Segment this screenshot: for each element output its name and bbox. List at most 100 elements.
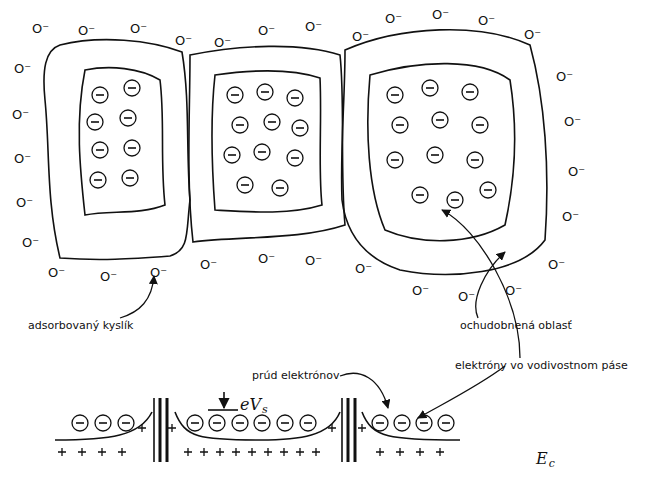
oxygen-ion: O⁻ [48, 266, 65, 280]
electron [87, 114, 103, 130]
minus-sign [296, 127, 304, 129]
electron [92, 142, 108, 158]
oxygen-ion: O⁻ [305, 254, 322, 268]
electron [257, 84, 273, 100]
plus-sign [232, 448, 240, 456]
oxygen-ion: O⁻ [14, 62, 31, 76]
minus-sign [281, 422, 289, 424]
electron [287, 150, 303, 166]
oxygen-ion: O⁻ [130, 22, 147, 36]
band-diagram [55, 392, 460, 462]
minus-sign [466, 91, 474, 93]
oxygen-ion: O⁻ [214, 36, 231, 50]
plus-sign [376, 448, 384, 456]
oxygen-ion: O⁻ [355, 262, 372, 276]
oxygen-ion: O⁻ [258, 24, 275, 38]
plus-sign [436, 448, 444, 456]
label: prúd elektrónov [252, 370, 339, 382]
oxygen-ion: O⁻ [432, 8, 449, 22]
leader-lines [120, 210, 520, 418]
minus-sign [484, 189, 492, 191]
symbol: eV [240, 396, 261, 414]
grains [44, 30, 547, 275]
electron [438, 415, 454, 431]
oxygen-ion: O⁻ [150, 266, 167, 280]
minus-sign [91, 121, 99, 123]
electron [277, 415, 293, 431]
oxygen-ion: O⁻ [385, 12, 402, 26]
oxygen-ion: O⁻ [556, 70, 573, 84]
electron [432, 112, 448, 128]
label: ochudobnená oblasť [460, 320, 572, 332]
minus-sign [128, 147, 136, 149]
plus-sign [200, 448, 208, 456]
minus-sign [476, 124, 484, 126]
electron [227, 87, 243, 103]
electron [292, 120, 308, 136]
minus-sign [236, 422, 244, 424]
oxygen-ion: O⁻ [100, 270, 117, 284]
oxygen-ion: O⁻ [505, 284, 522, 298]
electron [95, 415, 111, 431]
plus-sign [184, 448, 192, 456]
electron [387, 152, 403, 168]
oxygen-ion: O⁻ [258, 252, 275, 266]
minus-sign [96, 149, 104, 151]
electrons [72, 80, 496, 431]
oxygen-ion: O⁻ [564, 115, 581, 129]
electron [118, 415, 134, 431]
minus-sign [122, 422, 130, 424]
minus-sign [426, 87, 434, 89]
minus-sign [241, 184, 249, 186]
minus-sign [276, 187, 284, 189]
electron [392, 117, 408, 133]
minus-sign [261, 91, 269, 93]
minus-sign [126, 177, 134, 179]
oxygen-ion: O⁻ [478, 14, 495, 28]
minus-sign [442, 422, 450, 424]
minus-sign [451, 199, 459, 201]
minus-sign [396, 124, 404, 126]
electron [472, 117, 488, 133]
oxygen-ion: O⁻ [548, 258, 565, 272]
minus-sign [291, 97, 299, 99]
minus-sign [420, 422, 428, 424]
minus-sign [128, 87, 136, 89]
plus-sign [312, 448, 320, 456]
oxygen-ion: O⁻ [524, 28, 541, 42]
electron [90, 172, 106, 188]
oxygen-ion: O⁻ [175, 34, 192, 48]
plus-sign [264, 448, 272, 456]
electron [122, 170, 138, 186]
minus-sign [258, 422, 266, 424]
minus-sign [471, 159, 479, 161]
electron [264, 114, 280, 130]
electron [224, 147, 240, 163]
oxygen-ion: O⁻ [22, 236, 39, 250]
plus-sign [168, 424, 176, 432]
plus-sign [296, 448, 304, 456]
minus-sign [94, 179, 102, 181]
electron [480, 182, 496, 198]
plus-sign [248, 448, 256, 456]
electron [209, 415, 225, 431]
plus-sign [78, 448, 86, 456]
label: elektróny vo vodivostnom páse [455, 360, 630, 372]
oxygen-ion: O⁻ [412, 284, 429, 298]
oxygen-ion: O⁻ [16, 196, 33, 210]
subscript: c [549, 458, 555, 470]
oxygen-ion: O⁻ [14, 152, 31, 166]
minus-sign [416, 194, 424, 196]
electron [287, 90, 303, 106]
minus-sign [258, 151, 266, 153]
oxygen-ion: O⁻ [32, 22, 49, 36]
minus-sign [268, 121, 276, 123]
electron [427, 147, 443, 163]
electron [92, 87, 108, 103]
oxygen-ion: O⁻ [568, 165, 585, 179]
electron [254, 415, 270, 431]
electron [120, 110, 136, 126]
electron [300, 415, 316, 431]
electron [447, 192, 463, 208]
